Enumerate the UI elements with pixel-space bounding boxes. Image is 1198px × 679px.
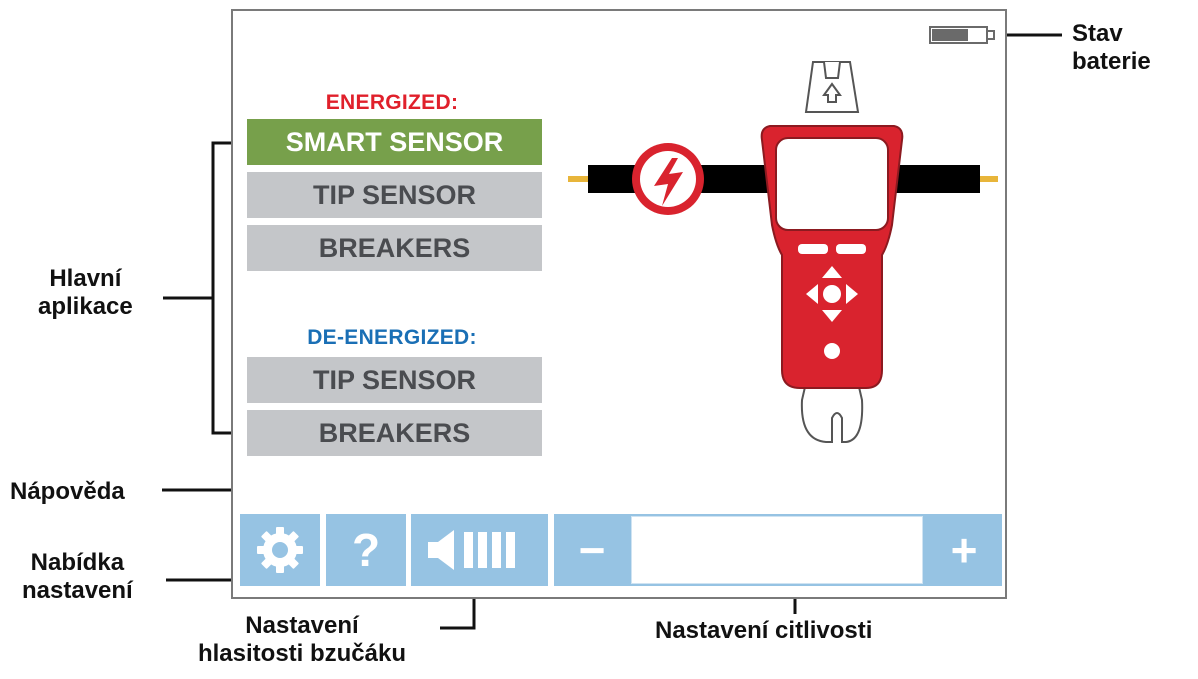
gear-icon [257, 527, 303, 573]
callout-buzzer-volume: Nastavení hlasitosti bzučáku [173, 612, 431, 668]
callout-battery-line1: Stav [1072, 20, 1123, 47]
callout-battery-status: Stav baterie [1072, 20, 1151, 76]
app-button-smart-sensor[interactable]: SMART SENSOR [247, 119, 542, 165]
lightning-hazard-icon [632, 143, 704, 215]
device-illustration [568, 61, 998, 443]
settings-button[interactable] [240, 514, 320, 586]
app-button-deenergized-breakers[interactable]: BREAKERS [247, 410, 542, 456]
sensitivity-increase-button[interactable]: + [950, 524, 978, 576]
speaker-volume-icon [427, 530, 515, 570]
volume-button[interactable] [411, 514, 548, 586]
callout-settings-line1: Nabídka [30, 549, 125, 576]
callout-settings-line2: nastavení [22, 577, 133, 604]
callout-help: Nápověda [10, 478, 125, 505]
callout-volume-line2: hlasitosti bzučáku [197, 640, 407, 667]
callout-volume-line1: Nastavení [245, 612, 359, 639]
help-icon: ? [351, 524, 381, 576]
wire-tip-right [976, 176, 998, 182]
deenergized-heading: DE-ENERGIZED: [307, 326, 477, 349]
callout-main-apps-line2: aplikace [38, 293, 133, 320]
battery-icon [929, 26, 995, 44]
help-button[interactable]: ? [326, 514, 406, 586]
app-button-deenergized-tip-sensor[interactable]: TIP SENSOR [247, 357, 542, 403]
callout-battery-line2: baterie [1072, 48, 1151, 75]
callout-sensitivity: Nastavení citlivosti [655, 617, 873, 644]
sensitivity-decrease-button[interactable]: − [578, 524, 606, 576]
app-button-energized-tip-sensor[interactable]: TIP SENSOR [247, 172, 542, 218]
energized-heading: ENERGIZED: [325, 91, 459, 114]
callout-settings-menu: Nabídka nastavení [22, 549, 133, 605]
callout-main-apps-line1: Hlavní [49, 265, 122, 292]
sensitivity-slider-track[interactable] [631, 516, 923, 584]
callout-main-apps: Hlavní aplikace [38, 265, 133, 321]
wire-tip-left [568, 176, 590, 182]
app-button-energized-breakers[interactable]: BREAKERS [247, 225, 542, 271]
